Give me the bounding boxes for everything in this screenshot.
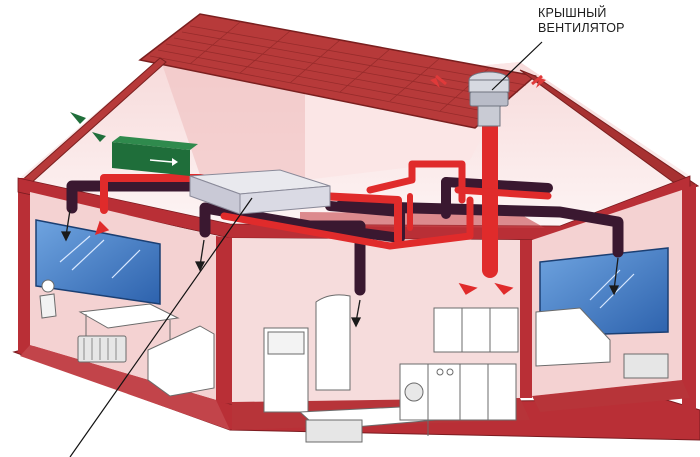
- bedroom-furniture: [535, 307, 669, 379]
- fresh-air-arrow-icon: [92, 132, 106, 142]
- flow-arrows: [60, 209, 620, 328]
- supply-arrow-icon: [94, 220, 514, 295]
- roof-fan-label: КРЫШНЫЙ ВЕНТИЛЯТОР: [538, 6, 625, 36]
- roof: [19, 13, 700, 191]
- kitchen-furniture: [263, 294, 519, 443]
- roof-fan-label-line1: КРЫШНЫЙ: [538, 6, 607, 20]
- air-handling-unit: [189, 169, 331, 215]
- exhaust-arrow-icon: [60, 209, 620, 328]
- window-left: [35, 219, 161, 305]
- living-room-furniture: [39, 279, 215, 397]
- fresh-air-intake: [70, 112, 198, 176]
- roof-fan-label-line2: ВЕНТИЛЯТОР: [538, 21, 625, 35]
- leader-lines: [69, 41, 543, 457]
- roof-fan-icon: [430, 71, 546, 127]
